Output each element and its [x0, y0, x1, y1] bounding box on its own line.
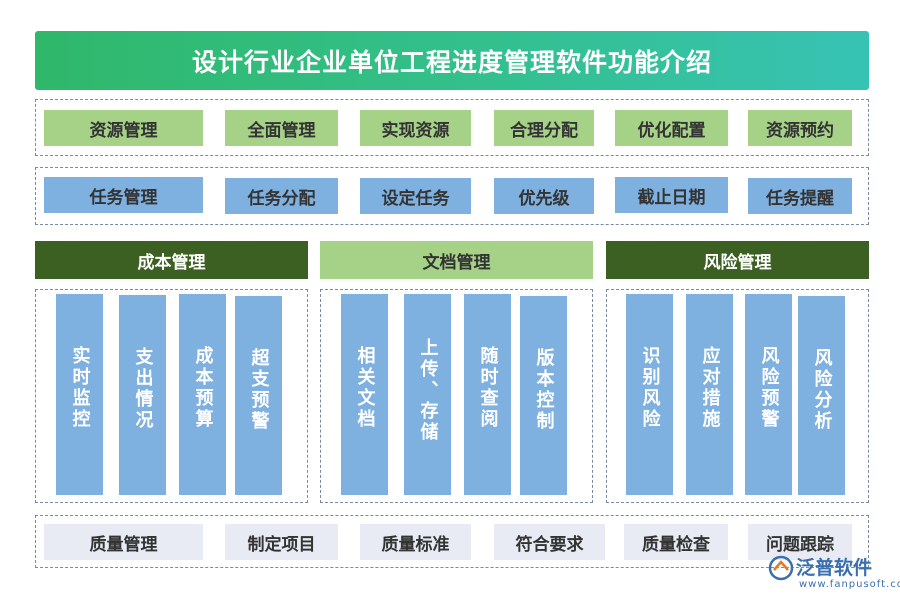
cost-column-label: 超支预警 — [248, 348, 270, 432]
document-column-0: 相关文档 — [341, 294, 388, 495]
brand-logo-icon — [768, 555, 794, 581]
row3-item-2: 质量标准 — [360, 524, 471, 560]
row3-item-1: 制定项目 — [225, 524, 338, 560]
cost-column-3: 超支预警 — [235, 296, 282, 495]
row1-item-0: 资源管理 — [44, 110, 203, 146]
page-title: 设计行业企业单位工程进度管理软件功能介绍 — [191, 47, 712, 77]
risk-column-label: 风险预警 — [758, 346, 780, 430]
cost-management-header: 成本管理 — [35, 241, 308, 279]
row2-item-5: 任务提醒 — [748, 178, 852, 214]
cost-column-label: 实时监控 — [69, 346, 91, 430]
row2-item-1: 任务分配 — [225, 178, 338, 214]
document-column-2: 随时查阅 — [464, 294, 511, 495]
brand-watermark: 泛普软件 www.fanpusoft.com — [768, 553, 900, 597]
cost-column-1: 支出情况 — [119, 295, 166, 495]
document-column-label: 版本控制 — [533, 348, 555, 432]
cost-column-2: 成本预算 — [179, 294, 226, 495]
document-management-box — [320, 289, 593, 503]
row1-item-2: 实现资源 — [360, 110, 471, 146]
row2-item-4: 截止日期 — [615, 177, 728, 213]
risk-column-label: 风险分析 — [811, 348, 833, 432]
document-column-label: 相关文档 — [354, 346, 376, 430]
risk-management-header: 风险管理 — [606, 241, 869, 279]
document-management-header: 文档管理 — [320, 241, 593, 279]
row2-item-3: 优先级 — [494, 178, 594, 214]
quality-row-box — [35, 515, 869, 568]
document-column-label: 随时查阅 — [477, 346, 499, 430]
document-column-label: 上传、存储 — [417, 338, 439, 443]
brand-name: 泛普软件 — [796, 557, 873, 579]
row2-item-2: 设定任务 — [360, 178, 471, 214]
cost-column-label: 支出情况 — [132, 347, 154, 431]
document-column-3: 版本控制 — [520, 296, 567, 495]
risk-column-label: 应对措施 — [699, 346, 721, 430]
row3-item-3: 符合要求 — [494, 524, 605, 560]
row1-item-4: 优化配置 — [615, 110, 728, 146]
row1-item-5: 资源预约 — [748, 110, 852, 146]
risk-column-0: 识别风险 — [626, 294, 673, 495]
cost-column-0: 实时监控 — [56, 294, 103, 495]
cost-column-label: 成本预算 — [192, 346, 214, 430]
row1-item-1: 全面管理 — [225, 110, 338, 146]
task-row-box — [35, 167, 869, 225]
resource-row-box — [35, 99, 869, 156]
title-banner: 设计行业企业单位工程进度管理软件功能介绍 — [35, 31, 869, 90]
row1-item-3: 合理分配 — [494, 110, 594, 146]
risk-column-1: 应对措施 — [686, 294, 733, 495]
brand-url: www.fanpusoft.com — [799, 579, 900, 590]
row3-item-4: 质量检查 — [624, 524, 728, 560]
risk-management-box — [606, 289, 869, 503]
row2-item-0: 任务管理 — [44, 177, 203, 213]
row3-item-5: 问题跟踪 — [748, 524, 852, 560]
row3-item-0: 质量管理 — [44, 524, 203, 560]
risk-column-label: 识别风险 — [639, 346, 661, 430]
risk-column-2: 风险预警 — [745, 294, 792, 495]
cost-management-box — [35, 289, 308, 503]
risk-column-3: 风险分析 — [798, 296, 845, 495]
document-column-1: 上传、存储 — [404, 294, 451, 495]
